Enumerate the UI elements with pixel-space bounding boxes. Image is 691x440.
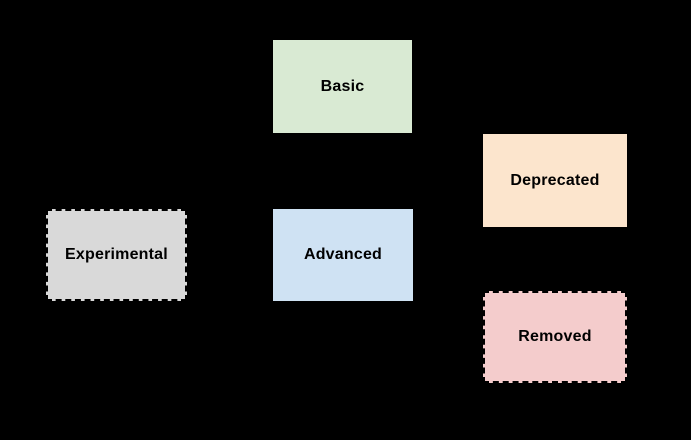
node-basic-label: Basic — [320, 77, 365, 95]
node-removed-label: Removed — [518, 328, 592, 345]
node-basic: Basic — [273, 40, 412, 133]
node-experimental-label: Experimental — [65, 246, 168, 263]
node-advanced: Advanced — [273, 209, 413, 301]
node-experimental: Experimental — [46, 209, 187, 301]
node-deprecated-label: Deprecated — [510, 171, 600, 189]
node-advanced-label: Advanced — [303, 246, 383, 263]
node-deprecated: Deprecated — [483, 134, 627, 227]
node-removed: Removed — [483, 291, 627, 383]
